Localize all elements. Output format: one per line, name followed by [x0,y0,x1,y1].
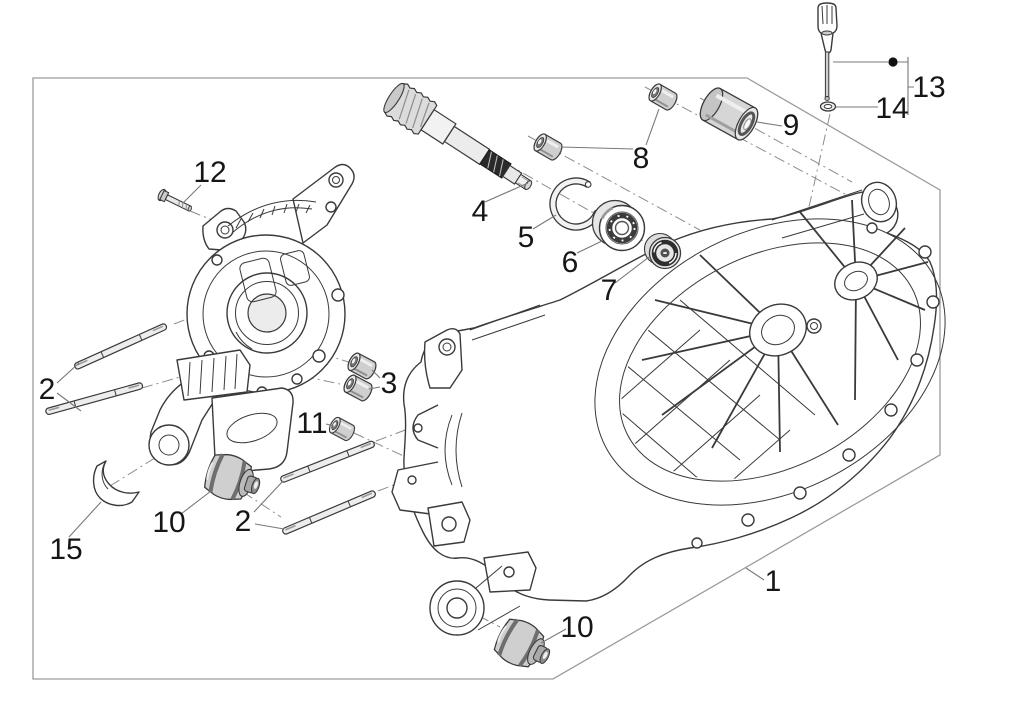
oil-dipstick [817,2,838,101]
callout-12-label: 12 [193,156,226,189]
half-shell [92,460,140,507]
callout-8-label: 8 [633,142,650,175]
stud-upper-1 [72,322,169,371]
ball-bearing [591,199,646,252]
bushing-8b [530,130,566,164]
flange-bolt [157,188,193,212]
bushing-8a [645,80,681,114]
callout-2b-label: 2 [235,505,252,538]
oil-seal [643,232,682,270]
assembly-dot [888,57,898,67]
callout-15-label: 15 [49,533,82,566]
stud-lower-2 [280,489,378,536]
callout-3-label: 3 [381,367,398,400]
callout-11-label: 11 [296,407,327,440]
callouts: 1 2 2 3 4 5 6 7 8 9 10 10 11 12 13 14 15 [39,57,946,644]
callout-2a-label: 2 [39,373,56,406]
callout-14-label: 14 [875,92,908,125]
stud-lower-1 [279,439,377,484]
bushing-11 [325,414,359,444]
large-bushing [699,87,759,141]
callout-13-label: 13 [912,71,945,104]
callout-6-label: 6 [562,246,579,279]
left-crankcase-half [148,163,355,473]
callout-5-label: 5 [518,221,535,254]
silent-block-rear [488,611,560,680]
right-crankcase-half [391,181,946,636]
callout-1-label: 1 [765,565,782,598]
diagram-frame [32,77,941,680]
callout-10b-label: 10 [560,611,593,644]
drive-shaft [383,82,533,191]
callout-4-label: 4 [472,195,489,228]
callout-9-label: 9 [783,109,800,142]
stud-upper-2 [44,381,145,416]
o-ring [819,101,837,112]
callout-10a-label: 10 [152,506,185,539]
bracket-13-14 [833,57,914,115]
callout-7-label: 7 [601,274,618,307]
